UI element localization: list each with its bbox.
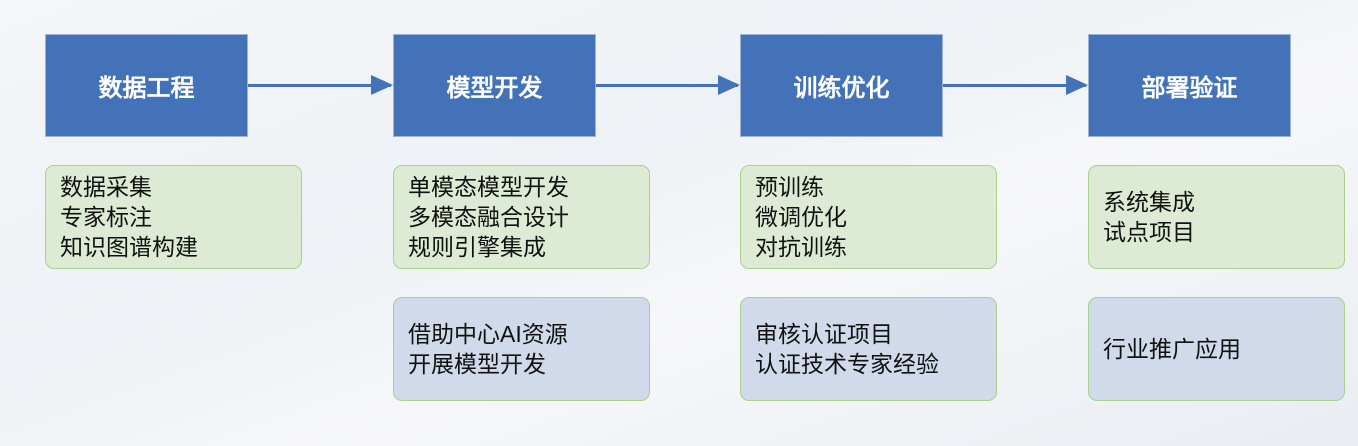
support-box-deployment-validation: 行业推广应用: [1088, 297, 1345, 401]
support-box-training-optimization: 审核认证项目 认证技术专家经验: [740, 297, 997, 401]
task-item: 微调优化: [755, 204, 847, 230]
stage-data-engineering: 数据工程: [45, 34, 248, 137]
task-item: 专家标注: [60, 204, 152, 230]
task-item: 预训练: [755, 174, 824, 200]
task-box-data-engineering: 数据采集 专家标注 知识图谱构建: [45, 165, 302, 269]
stage-title: 模型开发: [446, 75, 543, 102]
task-item: 系统集成: [1103, 189, 1195, 215]
task-item: 单模态模型开发: [408, 174, 569, 200]
task-item: 多模态融合设计: [408, 204, 569, 230]
support-box-model-development: 借助中心AI资源 开展模型开发: [393, 297, 650, 401]
stage-title: 数据工程: [98, 75, 195, 102]
support-item: 借助中心AI资源: [408, 321, 568, 347]
arrow-2: [596, 75, 740, 95]
stage-model-development: 模型开发: [393, 34, 596, 137]
stage-training-optimization: 训练优化: [740, 34, 943, 137]
support-item: 认证技术专家经验: [755, 351, 939, 377]
arrow-3: [943, 75, 1088, 95]
stage-deployment-validation: 部署验证: [1088, 34, 1291, 137]
task-item: 对抗训练: [755, 234, 847, 260]
task-item: 试点项目: [1103, 219, 1195, 245]
support-item: 开展模型开发: [408, 351, 546, 377]
task-item: 规则引擎集成: [408, 234, 546, 260]
task-box-training-optimization: 预训练 微调优化 对抗训练: [740, 165, 997, 269]
support-item: 行业推广应用: [1103, 336, 1241, 362]
task-item: 知识图谱构建: [60, 234, 198, 260]
task-box-deployment-validation: 系统集成 试点项目: [1088, 165, 1345, 269]
task-item: 数据采集: [60, 174, 152, 200]
stage-title: 部署验证: [1141, 75, 1238, 102]
arrow-1: [248, 75, 393, 95]
task-box-model-development: 单模态模型开发 多模态融合设计 规则引擎集成: [393, 165, 650, 269]
support-item: 审核认证项目: [755, 321, 893, 347]
stage-title: 训练优化: [793, 75, 890, 102]
